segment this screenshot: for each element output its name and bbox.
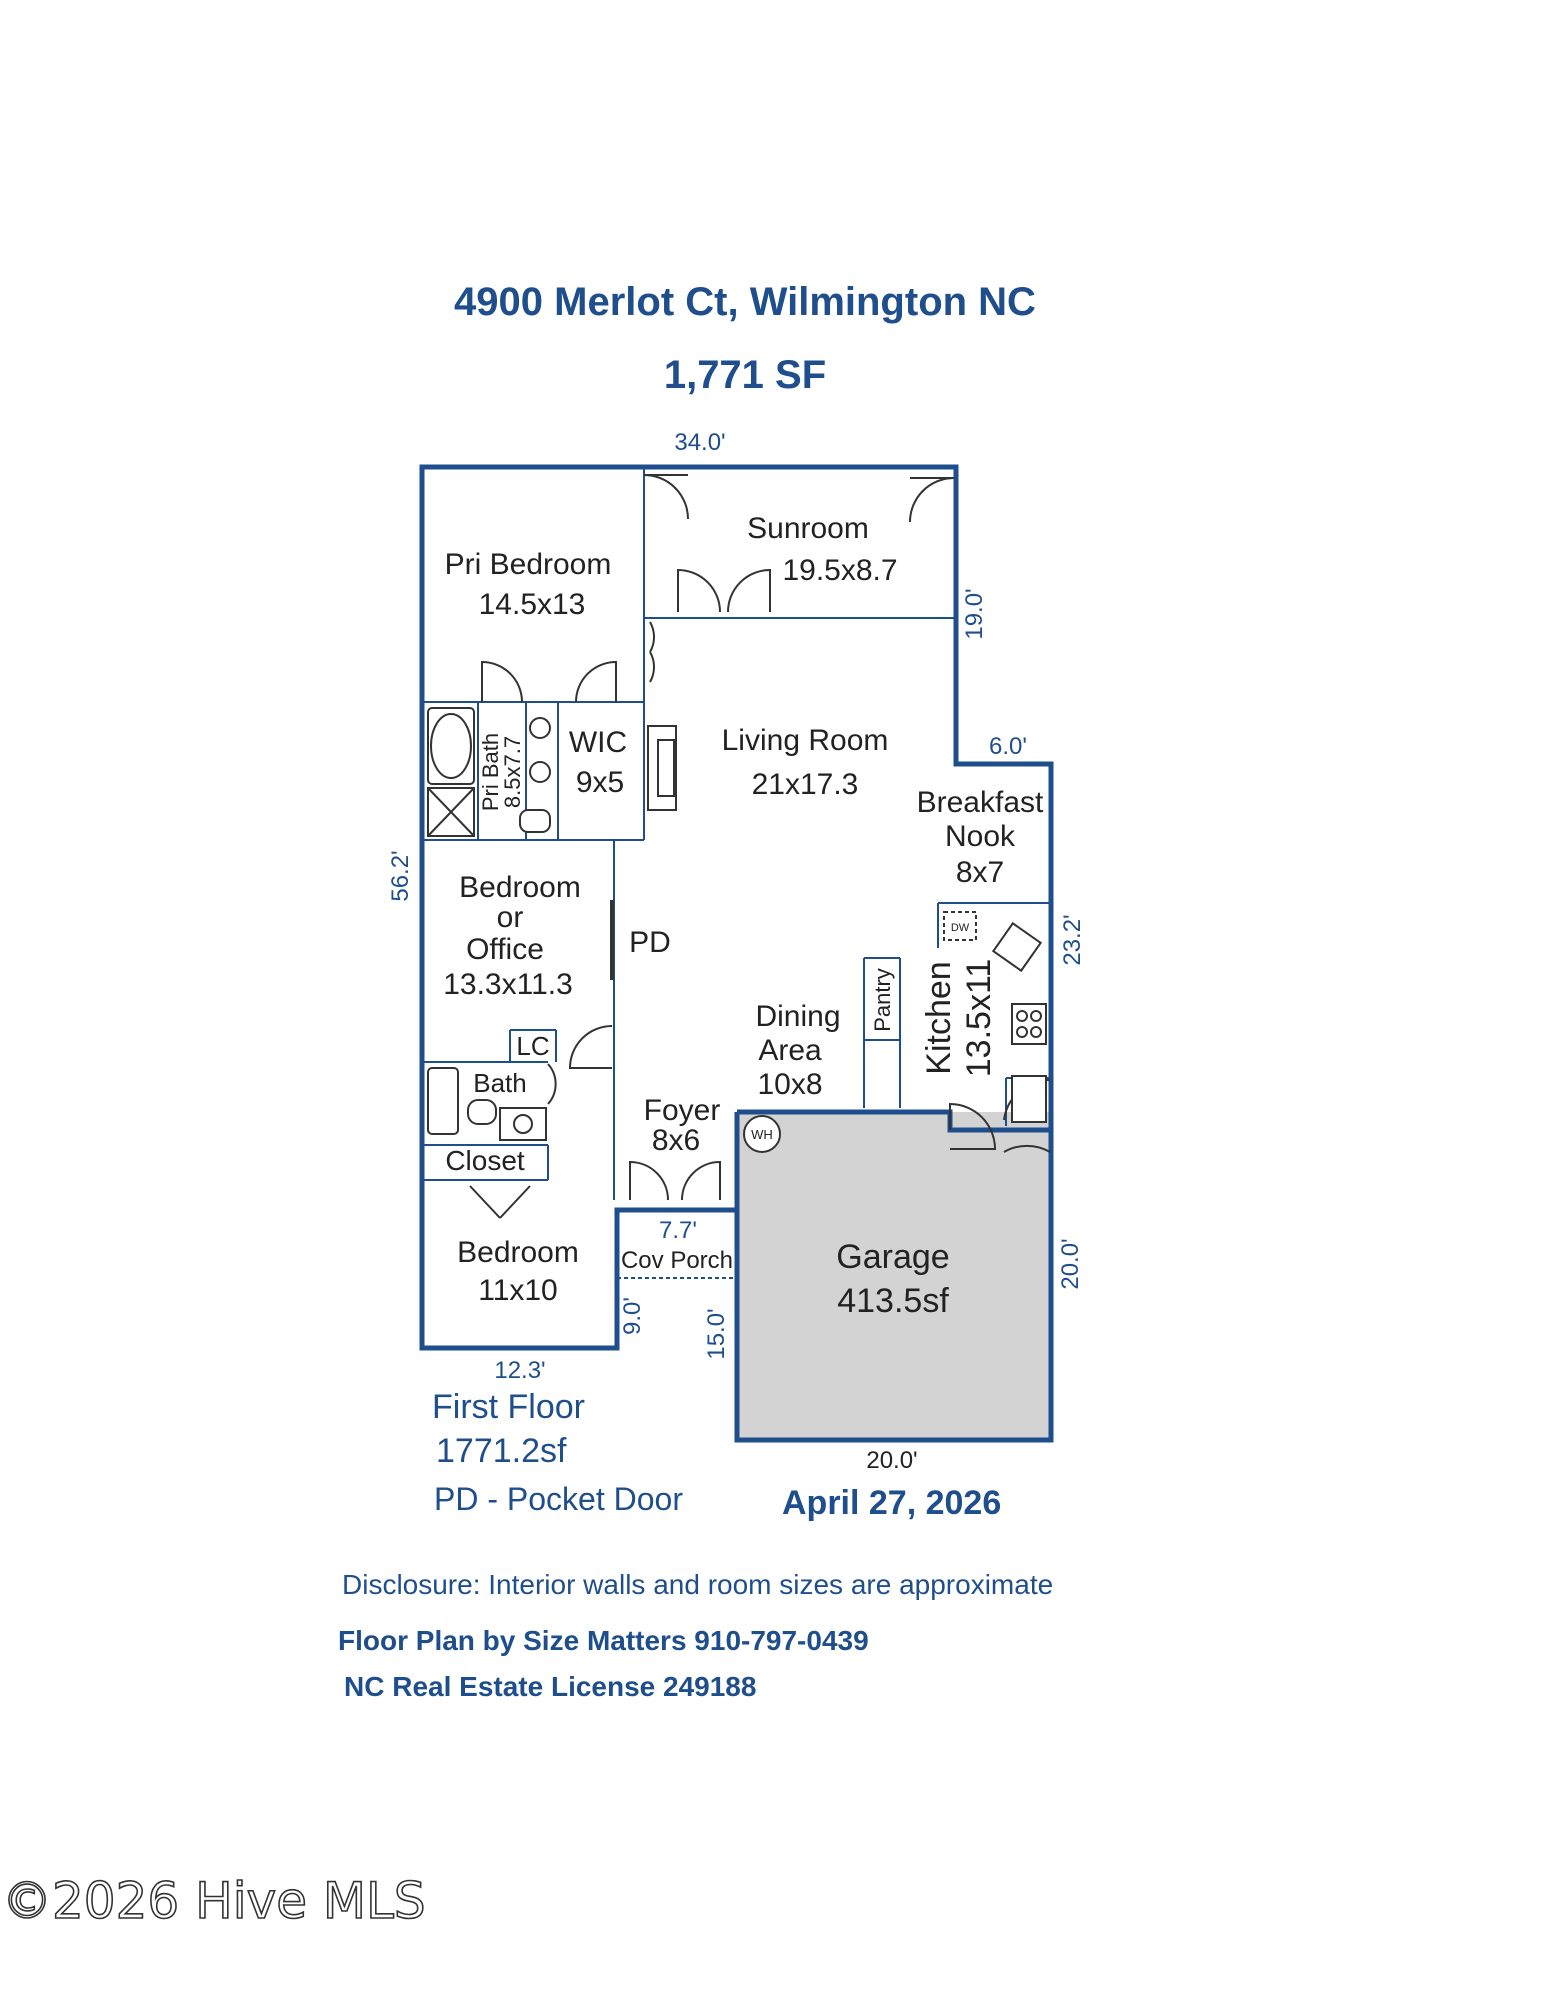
garage-area — [737, 1112, 1051, 1442]
dim-garage-bottom: 20.0' — [866, 1447, 917, 1474]
dim-garage-offset: 15.0' — [703, 1308, 730, 1359]
bedroom-size: 11x10 — [478, 1274, 558, 1307]
dining-area-size: 10x8 — [757, 1068, 822, 1101]
bedroom-office-line3: Office — [466, 933, 544, 966]
bedroom-office-size: 13.3x11.3 — [443, 968, 573, 1001]
sunroom-name: Sunroom — [747, 512, 869, 545]
sunroom-size: 19.5x8.7 — [782, 554, 897, 587]
water-heater-label: WH — [751, 1127, 773, 1142]
cov-porch-width: 7.7' — [659, 1217, 697, 1244]
pocket-door-label: PD — [629, 926, 671, 959]
kitchen-fixtures — [647, 725, 1047, 1123]
living-room-name: Living Room — [722, 724, 889, 757]
cov-porch-name: Cov Porch — [621, 1247, 733, 1274]
garage-name: Garage — [836, 1238, 949, 1276]
wic-name: WIC — [569, 726, 627, 759]
floor-label: First Floor — [432, 1388, 585, 1426]
dishwasher-label: DW — [951, 922, 970, 934]
breakfast-nook-line1: Breakfast — [917, 786, 1044, 819]
bedroom-name: Bedroom — [457, 1236, 579, 1269]
bedroom-office-line2: or — [497, 901, 524, 934]
legend-pocket-door: PD - Pocket Door — [434, 1481, 683, 1517]
pri-bedroom-size: 14.5x13 — [479, 588, 586, 621]
bedroom-office-line1: Bedroom — [459, 871, 581, 904]
dim-right-middle: 23.2' — [1059, 914, 1086, 965]
pri-bath-name: Pri Bath — [478, 733, 503, 811]
dining-area-line1: Dining — [755, 1000, 840, 1033]
dim-garage-side: 20.0' — [1057, 1238, 1084, 1289]
kitchen-name: Kitchen — [920, 961, 958, 1074]
disclosure: Disclosure: Interior walls and room size… — [342, 1569, 1053, 1600]
floor-area: 1771.2sf — [436, 1432, 567, 1470]
dim-porch-depth: 9.0' — [619, 1297, 646, 1335]
plan-credit: Floor Plan by Size Matters 910-797-0439 — [338, 1625, 869, 1656]
bath-label: Bath — [473, 1068, 527, 1098]
living-room-size: 21x17.3 — [752, 768, 859, 801]
breakfast-nook-size: 8x7 — [956, 856, 1004, 889]
door-swings — [469, 474, 1051, 1219]
wic-size: 9x5 — [576, 766, 624, 799]
plan-date: April 27, 2026 — [782, 1484, 1001, 1522]
license-number: NC Real Estate License 249188 — [344, 1671, 756, 1702]
closet-label: Closet — [445, 1145, 525, 1176]
garage-size: 413.5sf — [837, 1282, 949, 1320]
dim-top: 34.0' — [674, 429, 725, 456]
watermark: ©2026 Hive MLS — [2, 1872, 426, 1930]
pri-bath-size: 8.5x7.7 — [500, 736, 525, 808]
dim-bottom-left: 12.3' — [494, 1357, 545, 1384]
total-square-feet: 1,771 SF — [664, 353, 826, 397]
pri-bedroom-name: Pri Bedroom — [445, 548, 612, 581]
bath-fixtures — [427, 707, 551, 1141]
property-address: 4900 Merlot Ct, Wilmington NC — [454, 280, 1036, 324]
dim-step: 6.0' — [989, 733, 1027, 760]
water-heater-icon — [743, 1115, 781, 1153]
dim-left: 56.2' — [387, 850, 414, 901]
dining-area-line2: Area — [758, 1034, 822, 1067]
linen-closet-label: LC — [516, 1031, 549, 1061]
foyer-size: 8x6 — [652, 1124, 700, 1157]
dim-right-upper: 19.0' — [961, 588, 988, 639]
breakfast-nook-line2: Nook — [945, 820, 1016, 853]
pantry-label: Pantry — [870, 968, 895, 1032]
foyer-name: Foyer — [644, 1094, 721, 1127]
kitchen-size: 13.5x11 — [960, 959, 998, 1077]
